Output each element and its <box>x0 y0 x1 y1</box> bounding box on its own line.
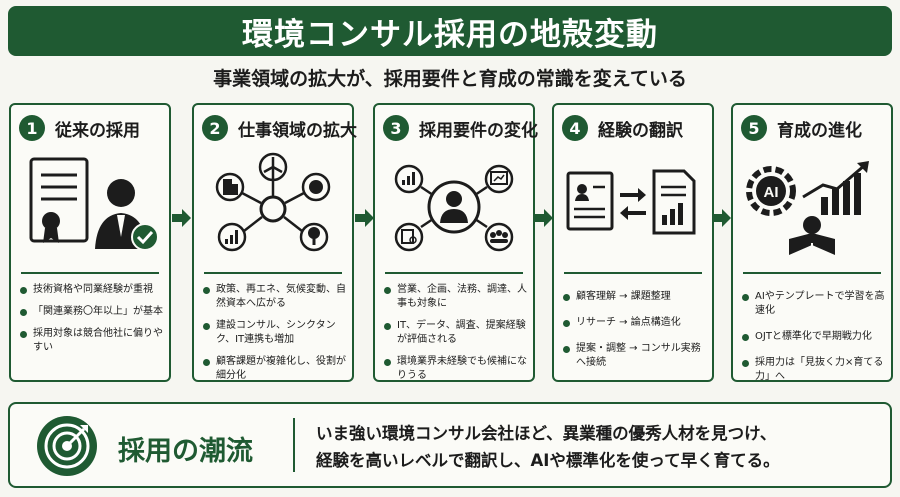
flow-arrow-icon <box>172 209 191 227</box>
trend-line-1: いま強い環境コンサル会社ほど、異業種の優秀人材を見つけ、 <box>316 424 777 443</box>
bullet-list: 営業、企画、法務、調達、人事も対象に IT、データ、調査、提案経験が評価される … <box>384 283 527 391</box>
step-number: 4 <box>562 115 588 141</box>
search-document-icon <box>394 222 424 252</box>
list-item: 環境業界未経験でも候補になりうる <box>384 355 527 383</box>
presentation-icon <box>484 164 514 194</box>
network-icon <box>241 181 305 232</box>
resume-icon <box>566 171 614 231</box>
step-number: 3 <box>383 115 409 141</box>
list-item: 顧客理解 → 課題整理 <box>563 290 706 304</box>
list-item: 提案・調整 → コンサル実務へ接続 <box>563 342 706 370</box>
step-title: 仕事領域の拡大 <box>238 120 357 141</box>
list-item: OJTと標準化で早期戦力化 <box>742 330 885 344</box>
bullet-list: 技術資格や同業経験が重視 「関連業務〇年以上」が基本 採用対象は競合他社に偏りや… <box>20 283 163 363</box>
trend-panel: 採用の潮流 いま強い環境コンサル会社ほど、異業種の優秀人材を見つけ、 経験を高い… <box>8 402 892 488</box>
building-icon <box>215 172 245 202</box>
step-title: 経験の翻訳 <box>598 120 683 141</box>
card-divider <box>564 272 702 274</box>
certificate-icon <box>29 157 89 243</box>
list-item: 政策、再エネ、気候変動、自然資本へ広がる <box>203 283 346 311</box>
step-number: 2 <box>202 115 228 141</box>
bullet-list: 政策、再エネ、気候変動、自然資本へ広がる 建設コンサル、シンクタンク、IT連携も… <box>203 283 346 391</box>
bullet-list: AIやテンプレートで学習を高速化 OJTと標準化で早期戦力化 採用力は「見抜く力… <box>742 290 885 392</box>
bullet-list: 顧客理解 → 課題整理 リサーチ → 論点構造化 提案・調整 → コンサル実務へ… <box>563 290 706 378</box>
step-title: 育成の進化 <box>777 120 862 141</box>
chart-icon <box>394 164 424 194</box>
list-item: 営業、企画、法務、調達、人事も対象に <box>384 283 527 311</box>
step-number: 1 <box>19 115 45 141</box>
step-card-5: 5 育成の進化 AI AIやテンプレ <box>731 103 893 382</box>
globe-icon <box>301 172 331 202</box>
exchange-arrows-icon <box>620 188 646 220</box>
list-item: 顧客課題が複雑化し、役割が細分化 <box>203 355 346 383</box>
wind-turbine-icon <box>258 152 288 182</box>
growth-chart-icon <box>802 161 869 215</box>
person-icon <box>420 180 488 234</box>
list-item: 採用対象は競合他社に偏りやすい <box>20 327 163 355</box>
team-icon <box>484 222 514 252</box>
page-subtitle: 事業領域の拡大が、採用要件と育成の常識を変えている <box>213 68 687 90</box>
card-divider <box>743 272 881 274</box>
card-divider <box>21 272 159 274</box>
chart-icon <box>217 222 247 252</box>
trend-line-2: 経験を高いレベルで翻訳し、AIや標準化を使って早く育てる。 <box>316 451 780 470</box>
step-title: 従来の採用 <box>55 120 140 141</box>
list-item: 採用力は「見抜く力×育てる力」へ <box>742 356 885 384</box>
list-item: 建設コンサル、シンクタンク、IT連携も増加 <box>203 319 346 347</box>
list-item: リサーチ → 論点構造化 <box>563 316 706 330</box>
step-card-4: 4 経験の翻訳 <box>552 103 714 382</box>
reading-person-icon <box>789 216 835 255</box>
step-card-2: 2 仕事領域の拡大 <box>192 103 357 382</box>
step-card-1: 1 従来の採用 技術資格や同業経験が重視 「関連業務〇年以上」が基本 <box>9 103 171 382</box>
step-number: 5 <box>741 115 767 141</box>
report-icon <box>652 169 696 235</box>
tree-icon <box>299 222 329 252</box>
list-item: 技術資格や同業経験が重視 <box>20 283 163 297</box>
step-card-3: 3 採用要件の変化 <box>373 103 538 382</box>
card-divider <box>204 272 342 274</box>
trend-label: 採用の潮流 <box>118 436 253 467</box>
list-item: 「関連業務〇年以上」が基本 <box>20 305 163 319</box>
list-item: AIやテンプレートで学習を高速化 <box>742 290 885 318</box>
step-title: 採用要件の変化 <box>419 120 538 141</box>
flow-arrow-icon <box>534 209 553 227</box>
card-divider <box>385 272 523 274</box>
flow-arrow-icon <box>712 209 731 227</box>
panel-divider <box>293 418 295 472</box>
ai-label: AI <box>764 184 779 201</box>
target-icon <box>37 416 97 476</box>
list-item: IT、データ、調査、提案経験が評価される <box>384 319 527 347</box>
page-title: 環境コンサル採用の地殻変動 <box>242 16 658 53</box>
trend-text: いま強い環境コンサル会社ほど、異業種の優秀人材を見つけ、 経験を高いレベルで翻訳… <box>316 420 780 474</box>
ai-gear-icon: AI <box>746 166 796 216</box>
flow-arrow-icon <box>355 209 374 227</box>
title-banner: 環境コンサル採用の地殻変動 <box>8 6 892 56</box>
person-check-icon <box>95 179 159 251</box>
